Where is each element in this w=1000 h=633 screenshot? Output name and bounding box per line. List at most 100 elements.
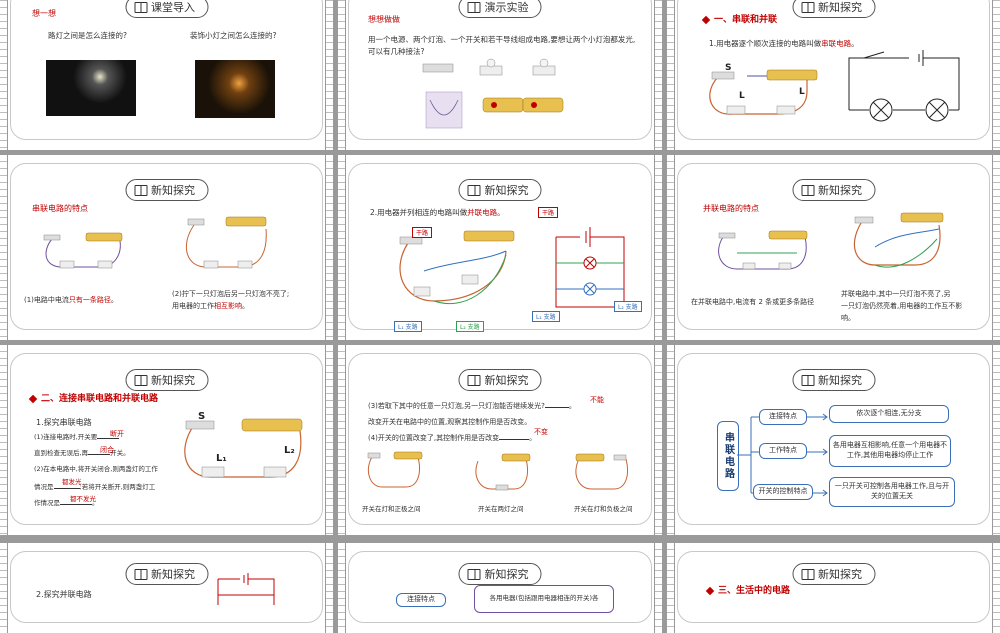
detail-connection: 依次逐个相连,无分支: [829, 405, 949, 423]
parallel-circuit-lamp-off-picture: [853, 212, 944, 268]
svg-text:L₂: L₂: [284, 445, 295, 456]
parallel-circuit-schematic: [555, 227, 625, 308]
subheading: 1.探究串联电路: [36, 418, 92, 427]
node-connection: 连接特点: [396, 593, 446, 607]
slide-title: 串联电路的特点: [32, 204, 88, 213]
slide-header: 新知探究: [792, 563, 875, 585]
answer-unchanged: 不变: [534, 428, 548, 436]
slide-header: 新知探究: [125, 179, 208, 201]
question-4: (4)开关的位置改变了,其控制作用是否改变。: [368, 434, 537, 442]
slide-thumbnail-3[interactable]: 新知探究 一、串联和并联 1.用电器逐个顺次连接的电路叫做串联电路。 S L L: [667, 0, 1000, 150]
switch-position-1-circuit: [367, 451, 423, 488]
slide-header: 新知探究: [125, 369, 208, 391]
street-lights-photo: [46, 60, 136, 116]
section-heading: 一、串联和并联: [701, 14, 777, 28]
switch-position-2-circuit: [475, 453, 531, 491]
caption-3: 开关在灯和负极之间: [574, 505, 633, 513]
slide-thumbnail-8[interactable]: 新知探究 (3)若取下其中的任意一只灯泡,另一只灯泡能否继续发光?。 不能 改变…: [338, 345, 662, 535]
slide-header: 新知探究: [458, 563, 542, 585]
slide-thumbnail-9[interactable]: 新知探究 串联电路 连接特点 工作特点 开关的控制特点 依次逐个相连,无分支 各…: [667, 345, 1000, 535]
lamp-1-label: L: [739, 91, 745, 101]
slide-thumbnail-2[interactable]: 演示实验 想想做做 用一个电源、两个灯泡、一个开关和若干导线组成电路,要想让两个…: [338, 0, 662, 150]
detail-switch-control: 一只开关可控制各用电器工作,且与开关的位置无关: [829, 477, 955, 507]
question-2-line-2: 情况是;若将开关断开,则两盏灯工: [34, 483, 156, 491]
question-2: 装饰小灯之间怎么连接的?: [190, 31, 277, 40]
svg-text:L₁: L₁: [216, 453, 227, 464]
series-circuit-picture: S L₁ L₂: [184, 411, 303, 478]
characteristic-2-line-2: 用电器的工作相互影响。: [172, 302, 249, 310]
series-circuit-schematic: [848, 50, 960, 122]
characteristic-2-line-1: 并联电路中,其中一只灯泡不亮了,另: [841, 290, 951, 298]
branch-1-tag-schematic: L₁ 支路: [532, 311, 560, 322]
question-2-line-1: (2)在本电路中,将开关闭合,则两盏灯的工作: [34, 465, 158, 473]
slide-thumbnail-4[interactable]: 新知探究 串联电路的特点 (1)电路中电流只有一条路径。 (2)拧下一只灯泡后另…: [0, 155, 333, 340]
slide-title: 并联电路的特点: [703, 204, 759, 213]
parallel-circuit-picture: [399, 230, 515, 305]
characteristic-2-line-1: (2)拧下一只灯泡后另一只灯泡不亮了;: [172, 290, 290, 298]
slide-thumbnail-11[interactable]: 新知探究 连接特点 各用电器(包括跟用电器相连的开关)各: [338, 543, 662, 633]
answer-close: 闭合: [100, 446, 114, 454]
question-2-line-3: 作情况是。: [34, 499, 99, 507]
slide-header: 课堂导入: [125, 0, 208, 18]
switch-position-3-circuit: [575, 453, 628, 490]
parallel-circuit-picture: [718, 230, 808, 270]
caption-2: 开关在两灯之间: [478, 505, 524, 513]
slide-thumbnail-5[interactable]: 新知探究 2.用电器并列相连的电路叫做并联电路。 干路 L₁ 支路 L₂ 支路 …: [338, 155, 662, 340]
slide-header: 新知探究: [125, 563, 208, 585]
red-diamond-icon: [28, 394, 38, 403]
series-circuit-one-lamp-removed: [185, 216, 267, 269]
slide-header: 新知探究: [792, 0, 875, 18]
detail-connection: 各用电器(包括跟用电器相连的开关)各: [474, 585, 614, 613]
node-working: 工作特点: [759, 443, 807, 459]
slide-thumbnail-7[interactable]: 新知探究 二、连接串联电路和并联电路 1.探究串联电路 (1)连接电路时,开关要…: [0, 345, 333, 535]
book-open-icon: [134, 1, 147, 13]
subheading: 2.探究并联电路: [36, 590, 92, 599]
book-open-icon: [801, 184, 814, 196]
branch-1-tag: L₁ 支路: [394, 321, 422, 332]
red-diamond-icon: [701, 15, 711, 24]
red-diamond-icon: [705, 586, 715, 595]
switch-label: S: [725, 63, 731, 73]
slide-title: 想想做做: [368, 15, 400, 24]
mindmap-connectors: [737, 413, 828, 497]
instruction-line: 改变开关在电路中的位置,观察其控制作用是否改变。: [368, 418, 532, 426]
book-open-icon: [467, 1, 481, 13]
detail-working: 各用电器互相影响,任意一个用电器不工作,其他用电器均停止工作: [829, 435, 951, 467]
body-line-1: 用一个电源、两个灯泡、一个开关和若干导线组成电路,要想让两个小灯泡都发光,: [368, 35, 636, 44]
slide-thumbnail-1[interactable]: 课堂导入 想一想 路灯之间是怎么连接的? 装饰小灯之间怎么连接的?: [0, 0, 333, 150]
book-open-icon: [467, 184, 481, 196]
answer-both-off: 都不发光: [70, 495, 96, 503]
answer-open: 断开: [110, 430, 124, 438]
characteristic-1: (1)电路中电流只有一条路径。: [24, 296, 118, 304]
parallel-schematic-partial: [217, 573, 275, 605]
book-open-icon: [134, 568, 147, 580]
slide-header: 新知探究: [792, 179, 875, 201]
slide-header: 新知探究: [792, 369, 875, 391]
equipment-illustration: [422, 58, 564, 129]
slide-header: 新知探究: [458, 369, 542, 391]
slide-title: 想一想: [32, 9, 56, 18]
body-line-2: 可以有几种接法?: [368, 47, 425, 56]
trunk-tag: 干路: [412, 227, 433, 238]
book-open-icon: [801, 374, 814, 386]
slide-thumbnail-12[interactable]: 新知探究 三、生活中的电路: [667, 543, 1000, 633]
lamp-2-label: L: [799, 87, 805, 97]
book-open-icon: [801, 1, 814, 13]
definition-line: 2.用电器并列相连的电路叫做并联电路。: [370, 208, 505, 217]
definition-line: 1.用电器逐个顺次连接的电路叫做串联电路。: [709, 39, 859, 48]
book-open-icon: [134, 184, 147, 196]
branch-2-tag-schematic: L₂ 支路: [614, 301, 642, 312]
book-open-icon: [134, 374, 147, 386]
svg-text:S: S: [198, 411, 205, 422]
slide-thumbnail-10[interactable]: 新知探究 2.探究并联电路: [0, 543, 333, 633]
book-open-icon: [801, 568, 814, 580]
slide-thumbnail-6[interactable]: 新知探究 并联电路的特点 在并联电路中,电流有 2 条或更多条路径 并联电路中,…: [667, 155, 1000, 340]
mindmap-root: 串联电路: [717, 421, 739, 491]
slide-header: 新知探究: [458, 179, 542, 201]
section-heading: 二、连接串联电路和并联电路: [28, 393, 158, 407]
question-1b: 直到检查无误后,再开关。: [34, 449, 130, 457]
question-3: (3)若取下其中的任意一只灯泡,另一只灯泡能否继续发光?。: [368, 402, 576, 410]
decorative-lights-photo: [195, 60, 275, 118]
answer-both-light: 都发光: [62, 478, 82, 486]
characteristic-1: 在并联电路中,电流有 2 条或更多条路径: [691, 298, 815, 306]
